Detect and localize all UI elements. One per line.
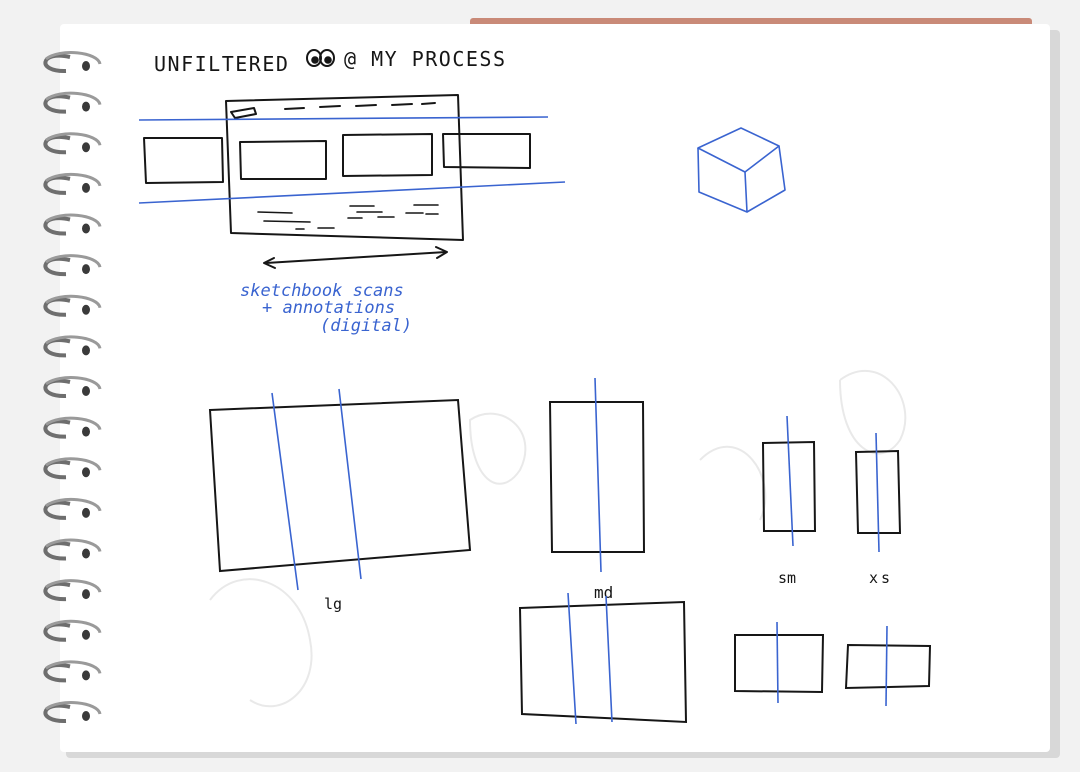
breakpoint-md: md <box>548 377 646 602</box>
title-my-process: @ MY PROCESS <box>344 47 507 71</box>
binding-ring <box>43 497 102 520</box>
binding-ring <box>43 335 102 358</box>
binding-ring <box>43 91 102 114</box>
sm-label: sm <box>778 569 796 587</box>
binding-ring <box>43 660 102 683</box>
wireframe-guide-lines <box>138 116 566 204</box>
binding-ring <box>43 701 102 724</box>
carousel-card-offscreen-right <box>442 133 531 169</box>
binding-ring <box>43 132 102 155</box>
annotation-line-1: sketchbook scans <box>240 281 404 301</box>
sketchbook-page <box>60 24 1050 752</box>
md-landscape-column-guides <box>567 592 613 725</box>
binding-ring <box>43 416 102 439</box>
wireframe-scroll-arrow <box>263 246 448 269</box>
xs-column-guide <box>875 432 880 553</box>
binding-ring <box>43 254 102 277</box>
wireframe-logo-icon <box>230 107 257 119</box>
wireframe-carousel-cards <box>143 133 531 184</box>
binding-ring <box>43 213 102 236</box>
breakpoint-sketches: lg md sm xs <box>208 377 932 725</box>
breakpoint-md-landscape <box>518 592 688 725</box>
spiral-binding <box>43 51 102 724</box>
wireframe-browser-frame <box>225 94 464 241</box>
binding-ring <box>43 294 102 317</box>
lg-column-guides <box>271 388 362 591</box>
md-frame <box>548 401 646 553</box>
binding-ring <box>43 457 102 480</box>
md-landscape-frame <box>518 600 688 724</box>
xs-frame <box>854 449 902 534</box>
breakpoint-sm: sm <box>761 415 817 587</box>
breakpoint-lg: lg <box>208 388 472 613</box>
annotation-line-3: (digital) <box>320 316 412 336</box>
binding-ring <box>43 172 102 195</box>
lg-label: lg <box>324 595 342 613</box>
lg-frame <box>208 398 472 573</box>
breakpoint-xs-landscape <box>844 625 932 707</box>
xs-landscape-frame <box>844 643 932 690</box>
sm-frame <box>761 440 817 532</box>
md-column-guide <box>594 377 602 573</box>
sm-landscape-column-guide <box>776 621 779 704</box>
title-unfiltered: UNFILTERED <box>154 52 289 76</box>
carousel-card-1 <box>239 140 327 180</box>
carousel-card-offscreen-left <box>143 137 224 184</box>
binding-ring <box>43 619 102 642</box>
wireframe-nav-dashes <box>284 102 436 110</box>
cube-doodle-icon <box>697 127 786 213</box>
sm-landscape-frame <box>734 634 825 694</box>
sm-column-guide <box>786 415 794 547</box>
xs-label: xs <box>869 569 893 587</box>
binding-ring <box>43 376 102 399</box>
wireframe-footer-text-lines <box>257 204 439 230</box>
annotation-note: sketchbook scans + annotations (digital) <box>240 281 412 336</box>
breakpoint-xs: xs <box>854 432 902 587</box>
carousel-card-2 <box>342 133 433 177</box>
breakpoint-sm-landscape <box>734 621 825 704</box>
binding-ring <box>43 579 102 602</box>
binding-ring <box>43 51 102 74</box>
annotation-line-2: + annotations <box>262 298 395 318</box>
xs-landscape-column-guide <box>885 625 888 707</box>
md-label: md <box>594 583 613 602</box>
binding-ring <box>43 538 102 561</box>
page-title: UNFILTERED @ MY PROCESS <box>154 47 507 76</box>
eyes-doodle-icon <box>306 49 335 67</box>
website-wireframe-sketch <box>143 94 531 269</box>
